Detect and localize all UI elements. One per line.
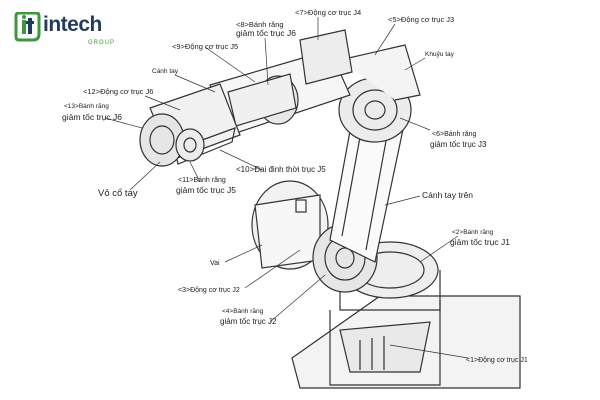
label-j4-motor: <7>Động cơ trục J4 <box>295 8 361 17</box>
label-j6-gear-left-line1: <13>Bánh răng <box>64 103 109 110</box>
leader-j6-motor <box>144 95 181 111</box>
label-j3-gear-line2: giảm tốc trục J3 <box>430 140 487 149</box>
leader-j6-gear-left <box>104 117 143 129</box>
leader-j6-gear-top <box>264 37 269 86</box>
label-j3-motor: <5>Động cơ trục J3 <box>388 15 454 24</box>
j3-motor-body <box>339 44 421 101</box>
leader-elbow <box>404 57 426 71</box>
upper-arm-edges <box>341 125 389 251</box>
intech-logo-icon <box>14 12 41 42</box>
label-shoulder: Vai <box>210 260 220 267</box>
label-upper-arm: Cánh tay trên <box>422 190 473 200</box>
leader-j2-motor <box>244 249 301 289</box>
label-j3-gear-line1: <6>Bánh răng <box>432 131 476 138</box>
logo-group-text: GROUP <box>88 40 116 46</box>
j5-gear-inner <box>183 137 197 153</box>
j6-gear-wrist-inner <box>149 125 175 155</box>
j1-motor-body <box>339 321 431 373</box>
leader-j1-gear <box>419 235 459 263</box>
label-j6-motor: <12>Động cơ trục J6 <box>83 87 153 96</box>
label-j2-gear-line1: <4>Bánh răng <box>222 308 264 315</box>
j3-gear-hub <box>364 100 386 120</box>
leader-j1-motor <box>389 344 469 359</box>
label-j6-gear-top-line2: giảm tốc trục J6 <box>236 28 296 38</box>
label-j1-gear-line2: giảm tốc trục J1 <box>450 237 510 247</box>
leader-wrist-housing <box>129 161 161 191</box>
j5-motor-body <box>227 73 297 127</box>
j3-gear-inner <box>352 89 398 131</box>
turret-housing <box>339 270 441 311</box>
label-j1-motor: <1>Động cơ trục J1 <box>466 357 528 364</box>
label-j6-gear-left-line2: giảm tốc trục J6 <box>62 112 122 122</box>
leader-j5-motor <box>204 46 256 83</box>
label-j2-gear-line2: giảm tốc trục J2 <box>220 317 277 326</box>
leader-lines <box>104 17 469 359</box>
j2-motor-body <box>254 194 321 269</box>
j5-gear-reducer <box>175 128 205 162</box>
label-j5-belt: <10>Đai đinh thời trục J5 <box>236 165 326 174</box>
leader-shoulder <box>224 244 263 263</box>
label-j5-gear-line1: <11>Bánh răng <box>178 177 226 184</box>
label-j1-gear-line1: <2>Bánh răng <box>452 229 494 236</box>
label-wrist-housing: Vỏ cổ tay <box>98 188 138 199</box>
leader-j5-gear <box>189 161 201 183</box>
leader-j2-gear <box>269 274 326 323</box>
logo-wordmark: intech <box>43 13 102 36</box>
leader-j3-motor <box>374 23 396 56</box>
leader-j3-gear <box>399 117 431 131</box>
intech-logo: intech GROUP <box>14 12 124 46</box>
label-j6-gear-top-line1: <8>Bánh răng <box>236 20 284 29</box>
leader-upper-arm <box>384 195 421 206</box>
label-elbow: Khuỷu tay <box>425 51 455 58</box>
label-j5-motor: <9>Động cơ trục J5 <box>172 42 238 51</box>
leader-forearm <box>174 74 216 93</box>
callout-labels: <7>Động cơ trục J4 <5>Động cơ trục J3 <8… <box>62 8 528 364</box>
robot-drawing <box>139 29 521 389</box>
j1-motor-fins <box>359 336 385 370</box>
label-j5-gear-line2: giảm tốc trục J5 <box>176 185 236 195</box>
leader-j5-belt <box>219 149 263 171</box>
label-forearm: Cánh tay <box>152 68 179 75</box>
label-j2-motor: <3>Động cơ trục J2 <box>178 287 240 294</box>
j4-motor-body <box>299 29 353 85</box>
base-column <box>329 300 441 386</box>
j2-motor-connector <box>295 199 307 213</box>
